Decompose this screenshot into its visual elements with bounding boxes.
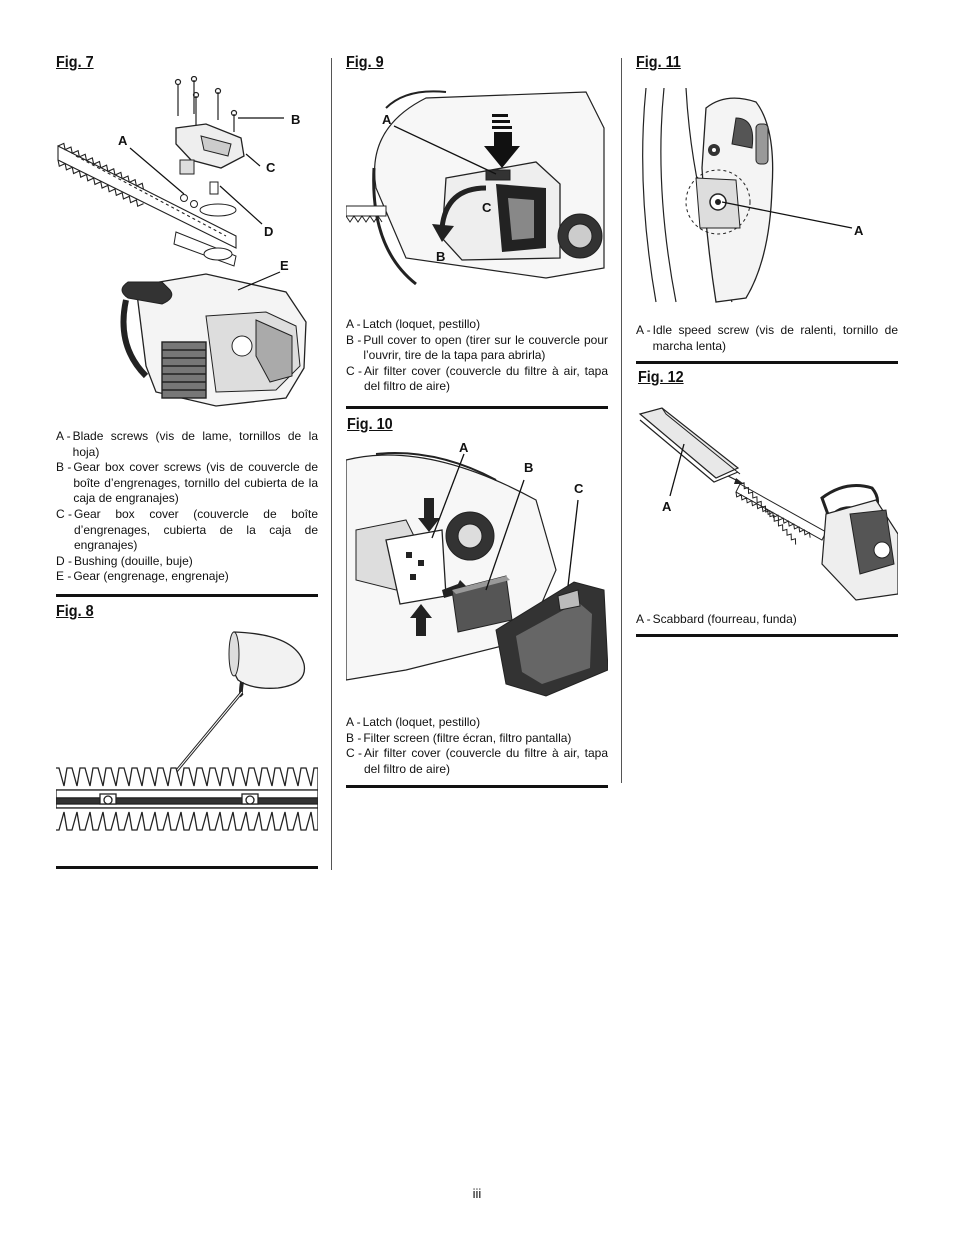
fig9-legend-item: C -Air filter cover (couvercle du filtre… (346, 363, 608, 394)
column-divider-1 (331, 58, 332, 870)
fig9-legend-item: A -Latch (loquet, pestillo) (346, 317, 481, 331)
fig11-title: Fig. 11 (636, 54, 681, 71)
fig10-callout-a: A (459, 440, 469, 455)
fig9-callout-c: C (482, 200, 492, 215)
fig7-title: Fig. 7 (56, 54, 94, 71)
fig12-legend-item: A -Scabbard (fourreau, funda) (636, 612, 797, 626)
fig7-illustration: A B C D E (56, 76, 318, 416)
fig9-callout-a: A (382, 112, 392, 127)
fig7-callout-e: E (280, 258, 289, 273)
fig10-callout-b: B (524, 460, 534, 475)
fig12-callout-a: A (662, 499, 672, 514)
fig9-legend: A -Latch (loquet, pestillo) B -Pull cove… (346, 317, 608, 395)
fig7-callout-b: B (291, 112, 301, 127)
fig7-legend: A -Blade screws (vis de lame, tornillos … (56, 429, 318, 585)
fig10-illustration: A B C (346, 440, 608, 706)
page-number: iii (472, 1186, 482, 1201)
fig11-rule (636, 361, 898, 364)
fig8-illustration (56, 624, 318, 838)
fig11-legend-item: A -Idle speed screw (vis de ralenti, tor… (636, 323, 898, 353)
fig10-legend-item: B -Filter screen (filtre écran, filtro p… (346, 730, 572, 745)
fig12-legend: A -Scabbard (fourreau, funda) (636, 612, 898, 628)
fig7-legend-item: E -Gear (engrenage, engrenaje) (56, 569, 229, 584)
fig10-callout-c: C (574, 481, 584, 496)
fig7-legend-item: C -Gear box cover (couvercle de boîte d’… (56, 506, 318, 553)
fig10-title: Fig. 10 (347, 416, 393, 433)
fig7-legend-item: D -Bushing (douille, buje) (56, 553, 193, 568)
fig12-illustration: A (636, 404, 898, 604)
fig11-callout-a: A (854, 223, 864, 238)
fig12-title: Fig. 12 (638, 369, 684, 386)
fig9-legend-item: B -Pull cover to open (tirer sur le couv… (346, 332, 608, 363)
fig10-rule (346, 785, 608, 788)
fig7-legend-item: A -Blade screws (vis de lame, tornillos … (56, 429, 318, 459)
fig10-legend: A -Latch (loquet, pestillo) B -Filter sc… (346, 715, 608, 777)
fig8-title: Fig. 8 (56, 603, 94, 620)
fig9-callout-b: B (436, 249, 446, 264)
fig7-rule (56, 594, 318, 597)
fig10-legend-item: A -Latch (loquet, pestillo) (346, 715, 481, 729)
fig8-rule (56, 866, 318, 869)
fig7-callout-d: D (264, 224, 274, 239)
fig9-illustration: A B C (346, 88, 608, 298)
fig7-legend-item: B -Gear box cover screws (vis de couverc… (56, 460, 318, 506)
fig10-legend-item: C -Air filter cover (couvercle du filtre… (346, 746, 608, 776)
fig9-rule (346, 406, 608, 409)
fig11-legend: A -Idle speed screw (vis de ralenti, tor… (636, 323, 898, 354)
fig9-title: Fig. 9 (346, 54, 384, 71)
fig12-rule (636, 634, 898, 637)
fig11-illustration: A (636, 88, 898, 304)
fig7-callout-a: A (118, 133, 128, 148)
column-divider-2 (621, 58, 622, 783)
fig7-callout-c: C (266, 160, 276, 175)
